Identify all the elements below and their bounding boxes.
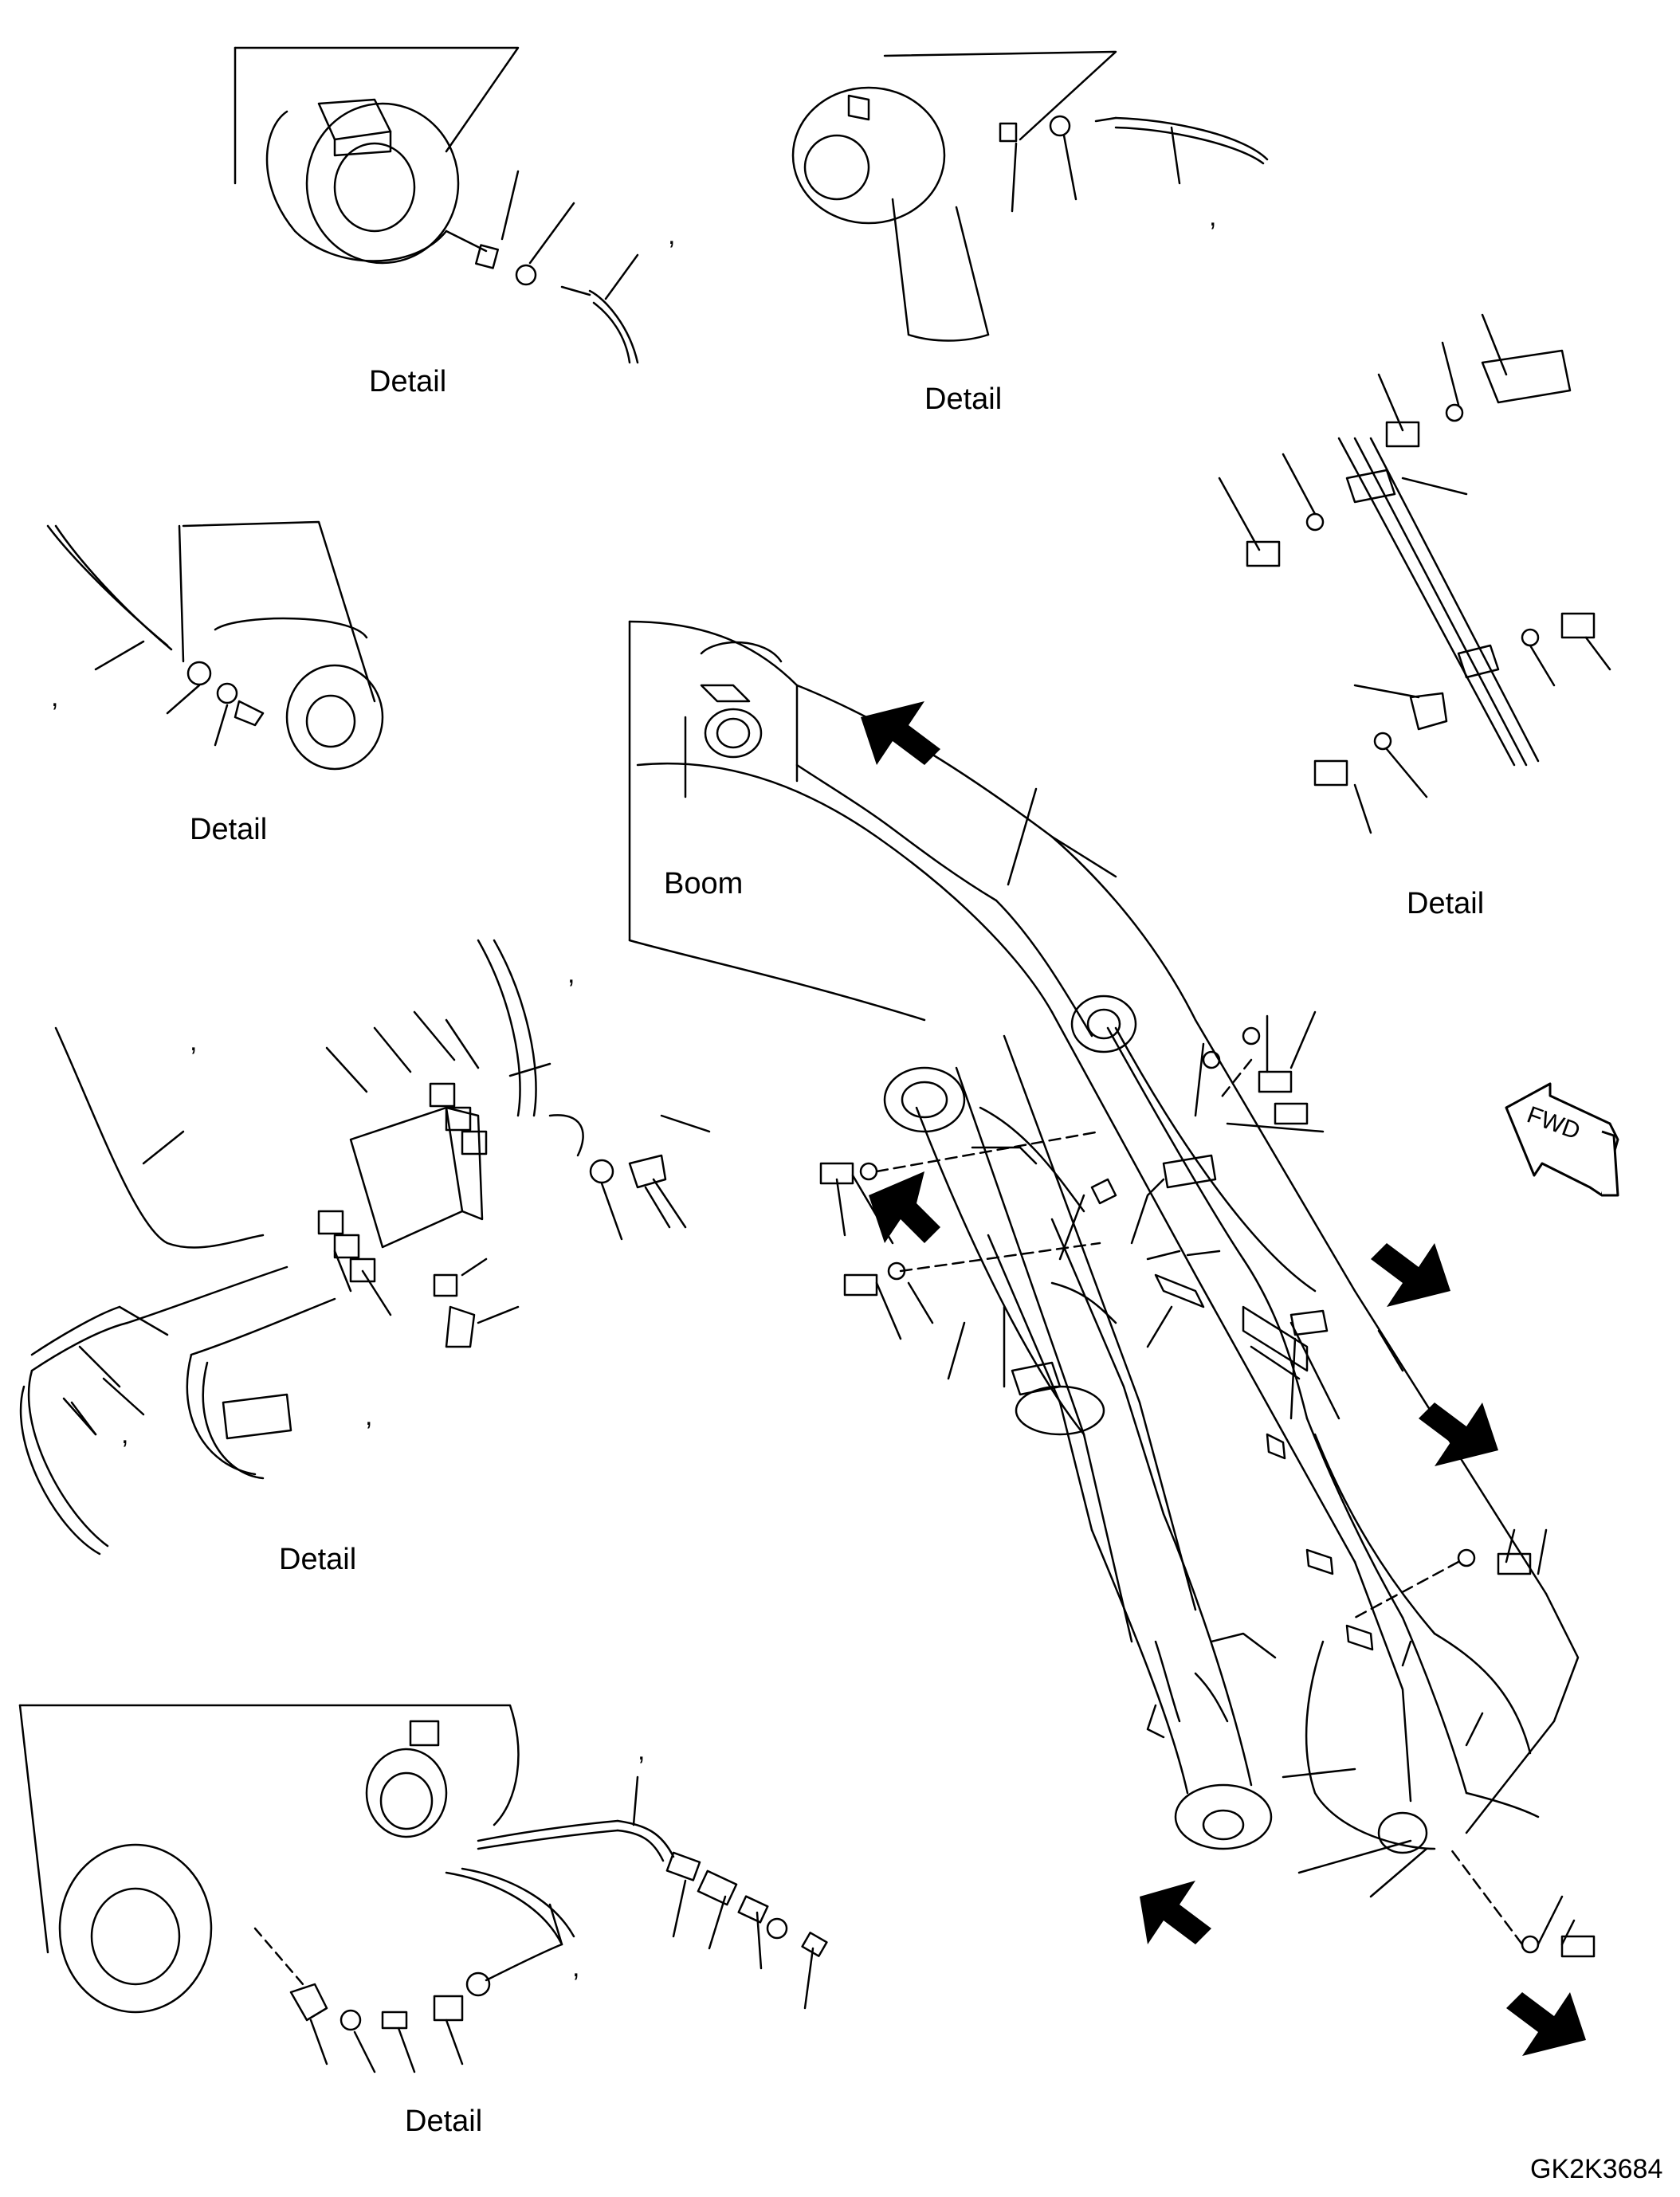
callout-comma: , (121, 1419, 129, 1450)
direction-arrow-icon (1419, 1403, 1498, 1466)
detail-top-left-drawing (234, 46, 639, 364)
callout-comma: , (572, 1952, 580, 1983)
callout-comma: , (638, 1736, 646, 1766)
direction-arrow-icon (869, 1171, 940, 1243)
detail-left-middle-drawing (19, 939, 711, 1556)
detail-label: Detail (405, 2105, 483, 2138)
detail-right-drawing (1218, 313, 1611, 834)
detail-left-upper-drawing (46, 520, 384, 771)
direction-arrow-icon (1371, 1243, 1450, 1307)
boom-label: Boom (664, 867, 744, 900)
fwd-arrow-icon (1505, 1082, 1619, 1197)
detail-label: Detail (369, 365, 447, 398)
drawing-code: GK2K3684 (1530, 2154, 1663, 2184)
detail-label: Detail (924, 383, 1003, 416)
callout-comma: , (567, 959, 575, 989)
detail-bottom-drawing (18, 1704, 828, 2073)
callout-comma: , (365, 1401, 373, 1431)
callout-comma: , (668, 220, 676, 250)
callout-comma: , (190, 1026, 198, 1057)
detail-label: Detail (1407, 887, 1485, 920)
direction-arrow-icon (1506, 1992, 1586, 2056)
direction-arrow-icon (1140, 1881, 1211, 1944)
direction-arrow-icon (861, 701, 940, 765)
detail-label: Detail (190, 813, 268, 846)
detail-top-center-drawing (791, 50, 1269, 342)
detail-label: Detail (279, 1543, 357, 1576)
callout-comma: , (51, 682, 59, 712)
boom-assembly-drawing (628, 620, 1596, 1958)
callout-comma: , (1209, 202, 1217, 232)
